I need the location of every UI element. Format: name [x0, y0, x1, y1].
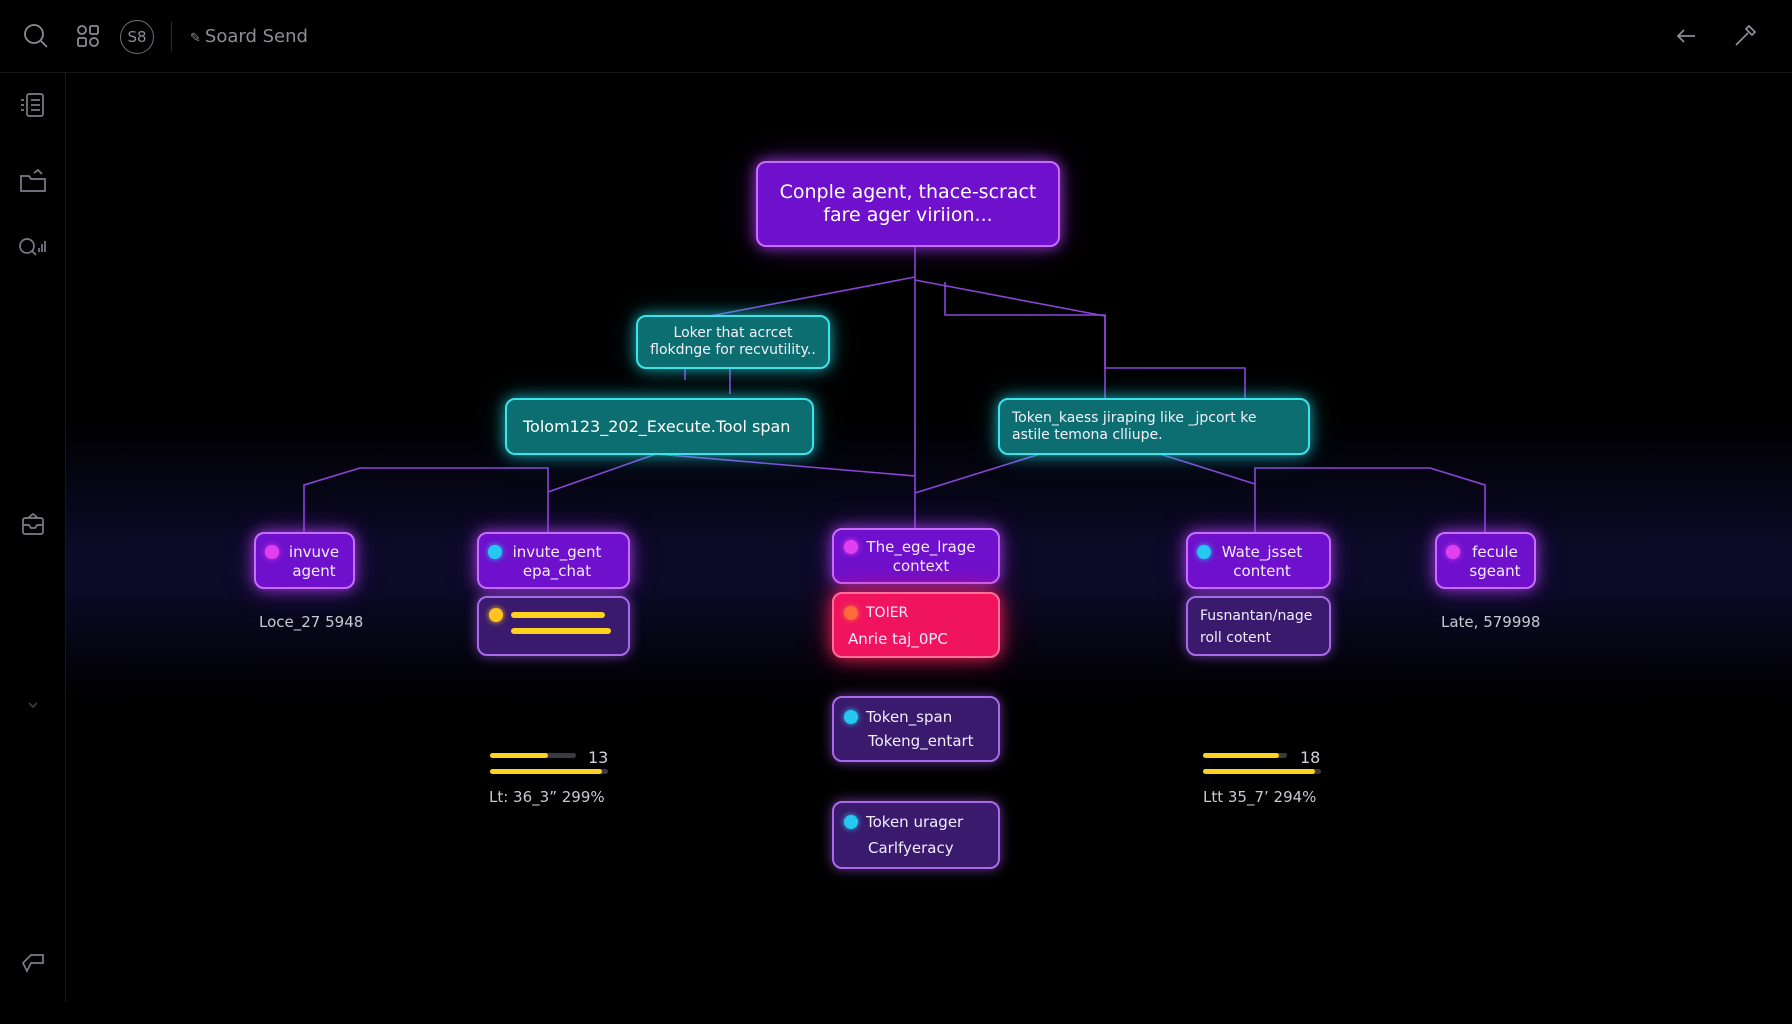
invute-gent-node[interactable]: invute_gent epa_chat	[477, 532, 630, 589]
search-icon[interactable]	[18, 18, 54, 54]
fecule-sgeant-node[interactable]: fecule sgeant	[1435, 532, 1536, 589]
token-urager-line1: Token urager	[866, 813, 964, 831]
edit-pen-icon[interactable]	[1727, 18, 1763, 54]
fecule-sgeant-label: fecule sgeant	[1469, 543, 1521, 580]
execute-tool-span-label: Tolom123_202_Execute.Tool span	[523, 417, 791, 436]
root-span-label: Conple agent, thace-scract fare ager vir…	[779, 181, 1037, 226]
error-title: TOIER	[866, 605, 909, 621]
progress-line	[511, 612, 605, 618]
inbox-icon[interactable]	[16, 508, 50, 542]
reasoning-span-label: Loker that acrcet flokdnge for recvutili…	[650, 325, 816, 358]
wate-jsset-node[interactable]: Wate_jsset content	[1186, 532, 1331, 589]
stat-bar-bottom-fill	[490, 769, 603, 774]
top-toolbar: S8 ✎Soard Send	[0, 0, 1792, 73]
status-dot	[844, 540, 858, 554]
status-dot	[844, 815, 858, 829]
search-stats-icon[interactable]	[16, 231, 50, 265]
status-dot	[1197, 545, 1211, 559]
error-detail: Anrie taj_0PC	[848, 630, 948, 648]
invute-gent-label: invute_gent epa_chat	[512, 543, 602, 580]
toolbar-divider	[171, 22, 172, 52]
token-span-line1: Token_span	[866, 708, 953, 726]
app-title: ✎Soard Send	[190, 26, 308, 47]
right-node-caption: Late, 579998	[1441, 613, 1541, 631]
stat-bar-top-fill	[490, 753, 549, 758]
error-dot	[844, 606, 858, 620]
wate-jsset-label: Wate_jsset content	[1221, 543, 1303, 580]
tag-icon[interactable]	[16, 946, 50, 980]
title-doc-icon: ✎	[190, 31, 201, 46]
token-span-line2: Tokeng_entart	[868, 732, 974, 750]
stat-bar-top	[490, 753, 576, 758]
stat-bar-bottom	[490, 769, 608, 774]
the-ege-context-node[interactable]: The_ege_lrage context	[832, 528, 1000, 584]
collapse-chevron-icon[interactable]	[16, 688, 50, 722]
left-sidebar	[0, 72, 66, 1002]
status-dot	[844, 710, 858, 724]
stat-caption: Ltt 35_7’ 294%	[1203, 788, 1317, 806]
stat-bar-bottom-fill	[1203, 769, 1316, 774]
the-ege-context-label: The_ege_lrage context	[866, 538, 976, 575]
error-span-node[interactable]: TOIER Anrie taj_0PC	[832, 592, 1000, 658]
back-arrow-icon[interactable]	[1668, 18, 1704, 54]
stat-bar-bottom	[1203, 769, 1321, 774]
token-urager-line2: Carlfyeracy	[868, 839, 954, 857]
stat-bar-top	[1203, 753, 1287, 758]
stat-caption: Lt: 36_3” 299%	[489, 788, 605, 806]
token-span-right-label: Token_kaess jiraping like _jpcort ke ast…	[1012, 409, 1257, 443]
folder-icon[interactable]	[16, 164, 50, 198]
execute-tool-span-node[interactable]: Tolom123_202_Execute.Tool span	[505, 398, 814, 455]
token-urager-node[interactable]: Token urager Carlfyeracy	[832, 801, 1000, 869]
app-title-text: Soard Send	[204, 26, 308, 47]
stat-count: 18	[1300, 748, 1321, 767]
status-dot	[1446, 545, 1460, 559]
workspace-badge-label: S8	[127, 28, 147, 46]
root-span-node[interactable]: Conple agent, thace-scract fare ager vir…	[756, 161, 1060, 247]
token-span-right-node[interactable]: Token_kaess jiraping like _jpcort ke ast…	[998, 398, 1310, 455]
list-icon[interactable]	[16, 88, 50, 122]
progress-detail-node[interactable]	[477, 596, 630, 656]
fusnantan-label: Fusnantan/nage roll cotent	[1200, 608, 1313, 646]
invuve-agent-label: invuve agent	[288, 543, 340, 580]
workspace-badge[interactable]: S8	[120, 20, 154, 54]
token-span-node[interactable]: Token_span Tokeng_entart	[832, 696, 1000, 762]
status-dot	[489, 608, 503, 622]
stat-bar-top-fill	[1203, 753, 1279, 758]
status-dot	[265, 545, 279, 559]
stat-count: 13	[588, 748, 609, 767]
apps-icon[interactable]	[70, 18, 106, 54]
fusnantan-node[interactable]: Fusnantan/nage roll cotent	[1186, 596, 1331, 656]
left-node-caption: Loce_27 5948	[259, 613, 364, 631]
progress-line	[511, 628, 611, 634]
invuve-agent-node[interactable]: invuve agent	[254, 532, 355, 589]
reasoning-span-node[interactable]: Loker that acrcet flokdnge for recvutili…	[636, 315, 830, 369]
status-dot	[488, 545, 502, 559]
